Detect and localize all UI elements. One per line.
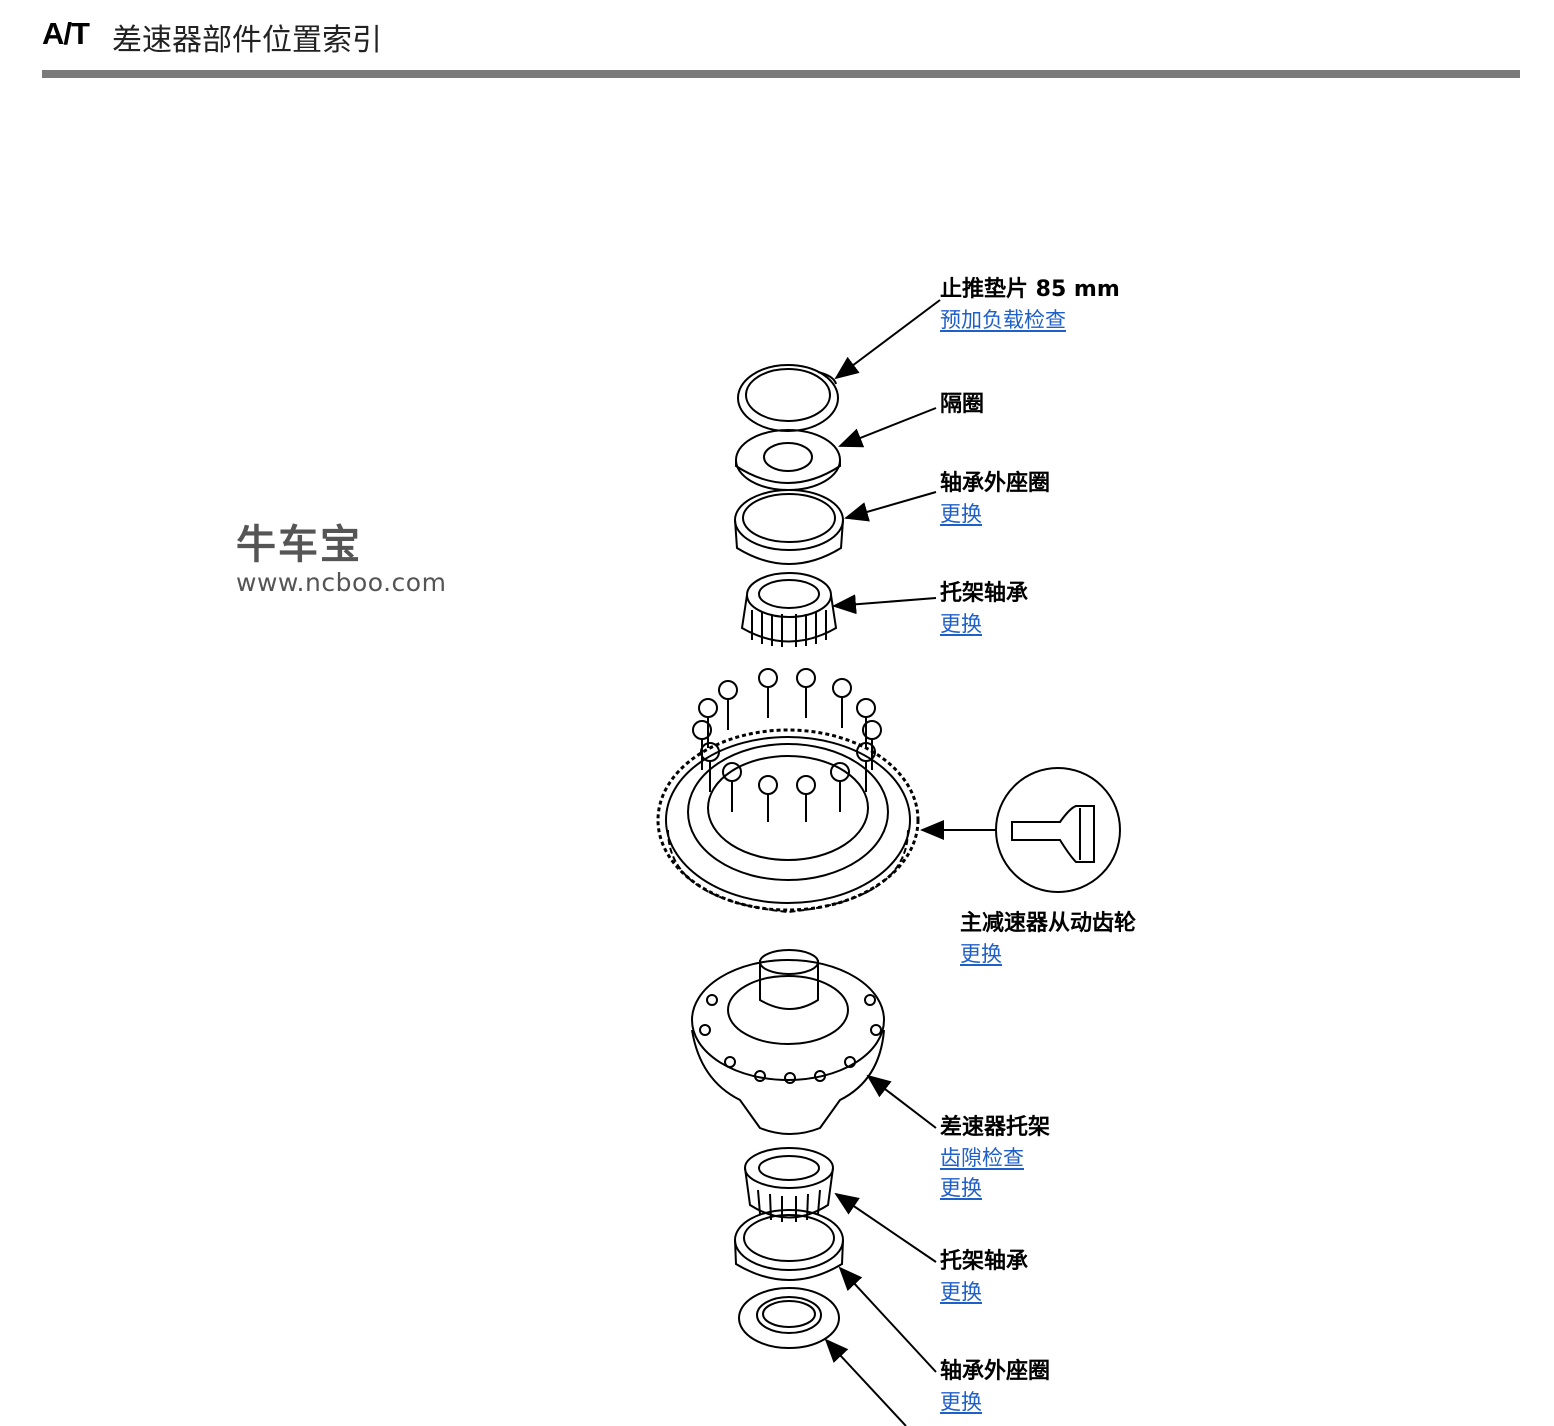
replace-link[interactable]: 更换 — [940, 612, 982, 636]
replace-link[interactable]: 更换 — [940, 1176, 982, 1200]
callout-label: 托架轴承 — [940, 581, 1029, 606]
callout-label: 托架轴承 — [940, 1249, 1029, 1274]
replace-link[interactable]: 更换 — [940, 502, 982, 526]
callout-label: 主减速器从动齿轮 — [960, 911, 1137, 936]
callout-label: 轴承外座圈 — [940, 471, 1051, 496]
bearing-race-lower-drawing — [734, 1209, 844, 1281]
page-title: 差速器部件位置索引 — [112, 23, 382, 58]
callout-label: 差速器托架 — [940, 1115, 1051, 1140]
callout-label: 隔圈 — [940, 392, 985, 417]
replace-link[interactable]: 更换 — [940, 1280, 982, 1304]
header-divider — [42, 70, 1520, 78]
callout-driven-gear: 主减速器从动齿轮 更换 — [960, 909, 1136, 969]
carrier-bearing-lower-drawing — [744, 1147, 834, 1222]
header-prefix: A/T — [42, 16, 90, 51]
callout-carrier-bearing: 托架轴承 更换 — [940, 579, 1028, 639]
callout-carrier-bearing-lower: 托架轴承 更换 — [940, 1247, 1028, 1307]
replace-link[interactable]: 更换 — [940, 1390, 982, 1414]
thrust-shim-lower-drawing — [738, 1287, 840, 1349]
callout-differential-carrier: 差速器托架 齿隙检查 更换 — [940, 1113, 1050, 1203]
callout-label: 轴承外座圈 — [940, 1359, 1051, 1384]
gear-tooth-detail-drawing — [995, 767, 1121, 893]
watermark-url: www.ncboo.com — [236, 568, 447, 597]
thrust-shim-drawing — [737, 364, 839, 432]
callout-spacer: 隔圈 — [940, 390, 984, 420]
replace-link[interactable]: 更换 — [960, 942, 1002, 966]
backlash-check-link[interactable]: 齿隙检查 — [940, 1146, 1024, 1170]
callout-bearing-race-lower: 轴承外座圈 更换 — [940, 1357, 1050, 1417]
driven-gear-drawing — [656, 668, 920, 914]
differential-carrier-drawing — [691, 949, 885, 1135]
callout-thrust-shim: 止推垫片 85 mm 预加负载检查 — [940, 275, 1120, 335]
watermark-brand: 牛车宝 — [236, 522, 362, 568]
callout-label: 止推垫片 85 mm — [940, 277, 1120, 302]
preload-check-link[interactable]: 预加负载检查 — [940, 308, 1066, 332]
bearing-race-drawing — [734, 489, 844, 565]
carrier-bearing-drawing — [740, 572, 838, 647]
spacer-drawing — [735, 429, 841, 491]
callout-bearing-race: 轴承外座圈 更换 — [940, 469, 1050, 529]
